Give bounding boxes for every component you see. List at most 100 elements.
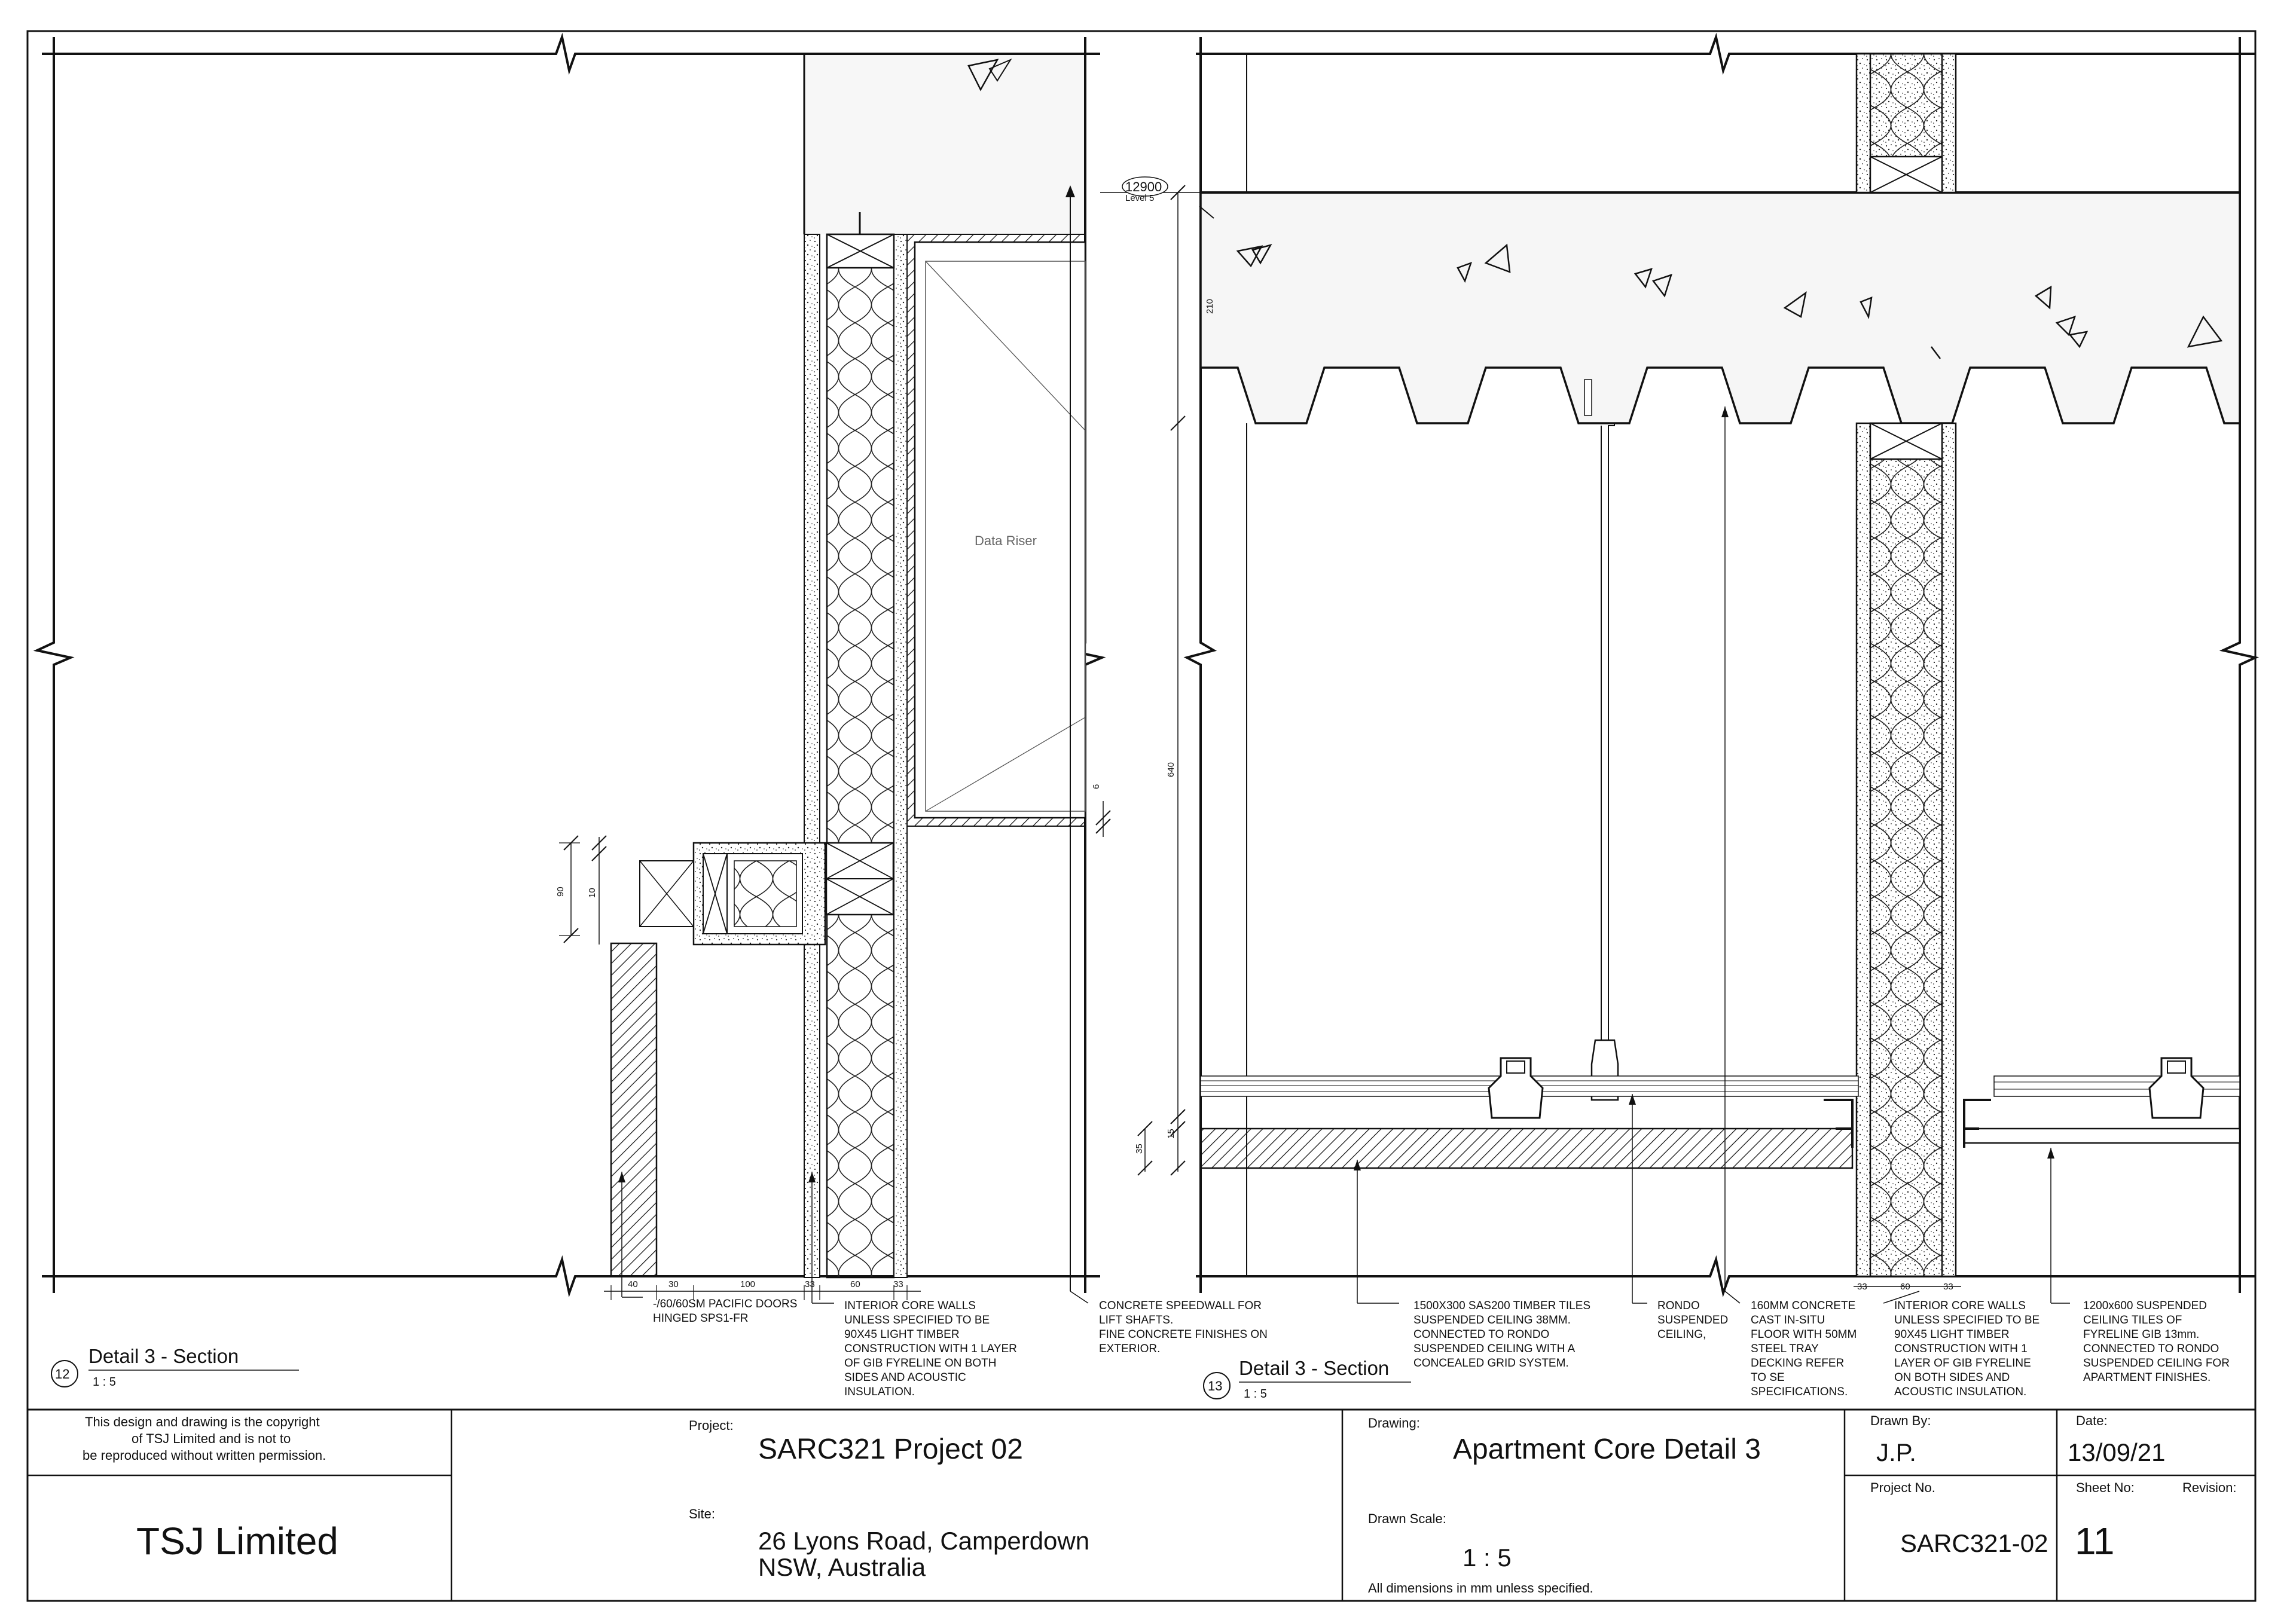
svg-text:33: 33 (1943, 1282, 1953, 1292)
site-label: Site: (689, 1506, 715, 1521)
svg-text:OF GIB FYRELINE ON BOTH: OF GIB FYRELINE ON BOTH (844, 1357, 996, 1370)
svg-text:LIFT SHAFTS.: LIFT SHAFTS. (1099, 1314, 1173, 1326)
svg-text:15: 15 (1166, 1129, 1176, 1139)
svg-text:10: 10 (587, 888, 597, 898)
svg-text:CEILING,: CEILING, (1657, 1328, 1706, 1341)
data-riser-room (914, 241, 1086, 819)
concrete-floor-slab (1199, 191, 2241, 424)
break-line-bottom-13 (1196, 1255, 2255, 1298)
concrete-slab (804, 55, 1084, 234)
svg-text:LAYER OF GIB FYRELINE: LAYER OF GIB FYRELINE (1894, 1357, 2031, 1370)
svg-text:1200x600 SUSPENDED: 1200x600 SUSPENDED (2083, 1300, 2207, 1312)
svg-text:6: 6 (1091, 784, 1101, 789)
ceiling-clip-bracket-left (1488, 1057, 1544, 1119)
detail-12-drawing: Data Riser 90 (33, 32, 1268, 1398)
dimensions-note: All dimensions in mm unless specified. (1368, 1581, 1593, 1596)
svg-text:SUSPENDED CEILING 38MM.: SUSPENDED CEILING 38MM. (1413, 1314, 1571, 1326)
revision-label: Revision: (2182, 1480, 2236, 1495)
svg-text:90X45 LIGHT TIMBER: 90X45 LIGHT TIMBER (844, 1328, 960, 1341)
svg-text:90: 90 (555, 887, 566, 897)
svg-text:CAST IN-SITU: CAST IN-SITU (1751, 1314, 1825, 1326)
svg-text:40: 40 (628, 1279, 638, 1289)
break-line-top (42, 32, 1100, 75)
core-wall-lining-right (893, 234, 908, 1278)
company-name: TSJ Limited (136, 1520, 338, 1563)
svg-text:HINGED SPS1-FR: HINGED SPS1-FR (653, 1312, 748, 1325)
level-name: Level 5 (1125, 193, 1154, 203)
svg-text:ACOUSTIC INSULATION.: ACOUSTIC INSULATION. (1894, 1386, 2026, 1398)
svg-text:INTERIOR CORE WALLS: INTERIOR CORE WALLS (844, 1300, 976, 1312)
title-block: This design and drawing is the copyright… (28, 1408, 2255, 1601)
svg-text:INTERIOR CORE WALLS: INTERIOR CORE WALLS (1894, 1300, 2026, 1312)
svg-text:UNLESS SPECIFIED TO BE: UNLESS SPECIFIED TO BE (1894, 1314, 2039, 1326)
svg-text:160MM CONCRETE: 160MM CONCRETE (1751, 1300, 1855, 1312)
core-wall-insulation (826, 233, 895, 1279)
svg-text:100: 100 (740, 1279, 755, 1289)
svg-text:SUSPENDED CEILING FOR: SUSPENDED CEILING FOR (2083, 1357, 2230, 1370)
svg-text:FYRELINE GIB 13mm.: FYRELINE GIB 13mm. (2083, 1328, 2199, 1341)
break-line-left-13 (1183, 37, 1217, 1293)
ceiling-clip-bracket-right (2148, 1057, 2205, 1119)
svg-text:SUSPENDED: SUSPENDED (1657, 1314, 1728, 1326)
note-core-wall-13: INTERIOR CORE WALLS UNLESS SPECIFIED TO … (1883, 1291, 2039, 1398)
detail-12-title: Detail 3 - Section (88, 1345, 239, 1367)
timber-ceiling-board (1199, 1127, 1854, 1169)
svg-text:FLOOR WITH 50MM: FLOOR WITH 50MM (1751, 1328, 1857, 1341)
svg-text:12: 12 (55, 1367, 69, 1381)
level-marker: 12900 Level 5 (1100, 176, 1201, 203)
svg-text:640: 640 (1166, 762, 1176, 777)
break-line-bottom (42, 1255, 1100, 1298)
dimension-string-bottom-13: 33 60 33 (1854, 1282, 1961, 1292)
date: 13/09/21 (2068, 1438, 2166, 1466)
svg-text:33: 33 (805, 1279, 815, 1289)
detail-13-title: Detail 3 - Section (1239, 1357, 1389, 1379)
site-line-2: NSW, Australia (758, 1553, 926, 1581)
svg-text:UNLESS SPECIFIED TO BE: UNLESS SPECIFIED TO BE (844, 1314, 990, 1326)
note-rondo: RONDO SUSPENDED CEILING, (1632, 1300, 1728, 1341)
project-no-label: Project No. (1870, 1480, 1935, 1495)
svg-text:CONSTRUCTION WITH 1: CONSTRUCTION WITH 1 (1894, 1343, 2028, 1355)
svg-text:FINE CONCRETE FINISHES ON: FINE CONCRETE FINISHES ON (1099, 1328, 1268, 1341)
svg-text:SUSPENDED CEILING WITH A: SUSPENDED CEILING WITH A (1413, 1343, 1576, 1355)
project-label: Project: (689, 1418, 734, 1433)
svg-text:60: 60 (850, 1279, 860, 1289)
note-door: -/60/60SM PACIFIC DOORS HINGED SPS1-FR (622, 1297, 797, 1325)
data-riser-label: Data Riser (975, 533, 1037, 548)
svg-text:SIDES AND ACOUSTIC: SIDES AND ACOUSTIC (844, 1371, 966, 1384)
svg-text:INSULATION.: INSULATION. (844, 1386, 915, 1398)
note-core-wall: INTERIOR CORE WALLS UNLESS SPECIFIED TO … (812, 1300, 1017, 1398)
door-leaf (610, 942, 658, 1277)
site-line-1: 26 Lyons Road, Camperdown (758, 1527, 1089, 1555)
ceiling-hanger-rod (1578, 379, 1619, 1101)
svg-text:33: 33 (893, 1279, 903, 1289)
svg-text:STEEL TRAY: STEEL TRAY (1751, 1343, 1819, 1355)
svg-text:CONCEALED GRID SYSTEM.: CONCEALED GRID SYSTEM. (1413, 1357, 1569, 1370)
svg-text:CEILING TILES OF: CEILING TILES OF (2083, 1314, 2182, 1326)
scale-label: Drawn Scale: (1368, 1511, 1446, 1526)
note-timber-tiles: 1500X300 SAS200 TIMBER TILES SUSPENDED C… (1357, 1300, 1590, 1370)
drawing-name: Apartment Core Detail 3 (1453, 1434, 1761, 1465)
svg-text:TO SE: TO SE (1751, 1371, 1785, 1384)
svg-text:13: 13 (1208, 1379, 1222, 1393)
sheet-border (26, 30, 2257, 1602)
note-gib-ceiling: 1200x600 SUSPENDED CEILING TILES OF FYRE… (2051, 1300, 2230, 1384)
break-line-left (33, 37, 75, 1293)
drawing-label: Drawing: (1368, 1416, 1420, 1431)
detail-12-title-tag: 12 Detail 3 - Section 1 : 5 (51, 1345, 299, 1389)
svg-text:CONNECTED TO RONDO: CONNECTED TO RONDO (1413, 1328, 1549, 1341)
gib-ceiling-board (1963, 1127, 2241, 1144)
svg-text:60: 60 (1900, 1282, 1910, 1292)
project-no: SARC321-02 (1900, 1529, 2048, 1557)
project-name: SARC321 Project 02 (758, 1434, 1023, 1465)
svg-text:CONSTRUCTION WITH 1 LAYER: CONSTRUCTION WITH 1 LAYER (844, 1343, 1017, 1355)
svg-text:DECKING REFER: DECKING REFER (1751, 1357, 1844, 1370)
break-line-right-13 (2219, 37, 2260, 1293)
dimension-string-vertical: 210 640 15 35 (1134, 185, 1215, 1176)
detail-13-title-tag: 13 Detail 3 - Section 1 : 5 (1203, 1357, 1411, 1401)
copyright-line-2: of TSJ Limited and is not to (132, 1431, 291, 1446)
svg-text:SPECIFICATIONS.: SPECIFICATIONS. (1751, 1386, 1848, 1398)
svg-text:35: 35 (1134, 1144, 1144, 1154)
note-speedwall: CONCRETE SPEEDWALL FOR LIFT SHAFTS. FINE… (1070, 1291, 1268, 1355)
detail-13-scale: 1 : 5 (1244, 1387, 1267, 1401)
